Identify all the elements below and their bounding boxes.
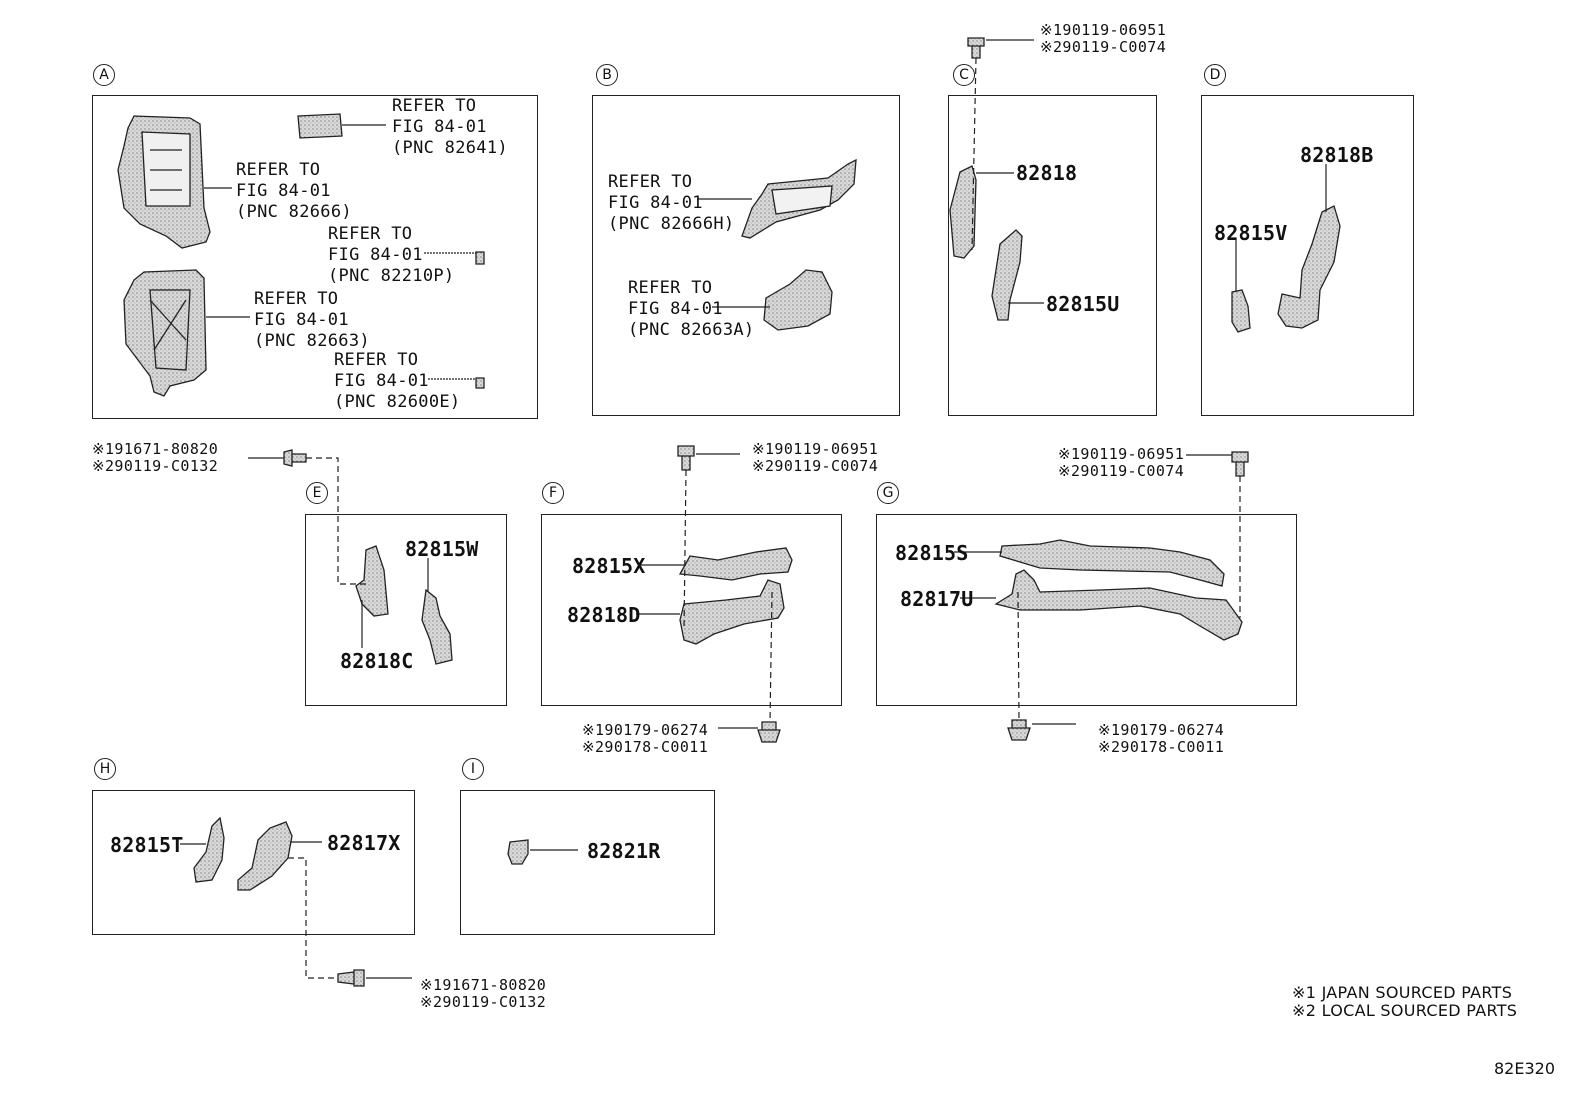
panel-f [541,514,842,706]
part-82666-art [117,115,211,249]
part-label-82818C[interactable]: 82818C [340,649,414,673]
fastener-number: ※190179-06274 [582,721,709,739]
ref-line: (PNC 82663A) [628,320,755,340]
ref-line: FIG 84-01 [628,299,723,319]
ref-line: REFER TO [392,96,477,116]
panel-b [592,95,900,416]
ref-line: (PNC 82210P) [328,266,455,286]
section-badge-c: C [953,64,975,86]
part-label-82818[interactable]: 82818 [1016,161,1078,185]
panel-d [1201,95,1414,416]
part-label-82815T[interactable]: 82815T [110,833,184,857]
fastener-number: ※190119-06951 [752,440,879,458]
panel-a [92,95,538,419]
part-label-82815V[interactable]: 82815V [1214,221,1288,245]
part-82815U-art [991,229,1023,321]
part-82818B-art [1277,205,1341,329]
ref-line: FIG 84-01 [392,117,487,137]
part-label-82821R[interactable]: 82821R [587,839,661,863]
legend-japan: ※1 JAPAN SOURCED PARTS [1292,983,1513,1002]
part-label-82818D[interactable]: 82818D [567,603,641,627]
part-82663A-art [763,269,833,331]
section-badge-f: F [542,482,564,504]
ref-line: REFER TO [608,172,693,192]
ref-line: FIG 84-01 [328,245,423,265]
part-82815X-art [678,547,793,581]
section-badge-h: H [94,758,116,780]
fastener-number: ※290178-C0011 [1098,738,1225,756]
fastener-number: ※190179-06274 [1098,721,1225,739]
fastener-number: ※290119-C0074 [752,457,879,475]
section-badge-a: A [93,64,115,86]
part-82210P-art [475,251,485,265]
ref-line: FIG 84-01 [334,371,429,391]
fastener-number: ※290178-C0011 [582,738,709,756]
bolt-c-art [967,37,985,59]
part-82600E-art [475,377,485,389]
part-label-82815X[interactable]: 82815X [572,554,646,578]
section-badge-e: E [306,482,328,504]
bolt-e-art [283,449,307,467]
part-82817U-art [994,569,1243,641]
part-label-82815W[interactable]: 82815W [405,537,479,561]
part-82818C-art [355,545,389,617]
fastener-number: ※290119-C0074 [1058,462,1185,480]
part-label-82817X[interactable]: 82817X [327,831,401,855]
part-82821R-art [507,839,529,865]
clip-g-art [1007,719,1031,741]
part-82641-art [297,113,343,139]
fastener-number: ※190119-06951 [1058,445,1185,463]
part-82663-art [123,269,207,397]
fastener-number: ※290119-C0132 [92,457,219,475]
part-82815W-art [421,588,453,665]
part-label-82815U[interactable]: 82815U [1046,292,1120,316]
section-badge-i: I [462,758,484,780]
ref-line: (PNC 82666) [236,202,352,222]
ref-line: (PNC 82666H) [608,214,735,234]
part-82815V-art [1231,289,1251,333]
legend-local: ※2 LOCAL SOURCED PARTS [1292,1001,1518,1020]
part-label-82815S[interactable]: 82815S [895,541,969,565]
clip-f-art [757,721,781,743]
panel-e [305,514,507,706]
fastener-number: ※190119-06951 [1040,21,1167,39]
panel-c [948,95,1157,416]
ref-line: FIG 84-01 [608,193,703,213]
ref-line: REFER TO [254,289,339,309]
part-82818D-art [679,579,785,645]
part-82818-art [949,165,977,259]
fastener-number: ※191671-80820 [92,440,219,458]
ref-line: REFER TO [328,224,413,244]
part-82815T-art [193,816,225,883]
ref-line: REFER TO [628,278,713,298]
section-badge-b: B [596,64,618,86]
fastener-number: ※290119-C0132 [420,993,547,1011]
part-82817X-art [237,821,293,891]
fastener-number: ※191671-80820 [420,976,547,994]
bolt-f-art [677,445,695,471]
section-badge-d: D [1204,64,1226,86]
section-badge-g: G [877,482,899,504]
panel-i [460,790,715,935]
ref-line: (PNC 82663) [254,331,370,351]
fastener-number: ※290119-C0074 [1040,38,1167,56]
ref-line: FIG 84-01 [236,181,331,201]
ref-line: (PNC 82641) [392,138,508,158]
panel-g [876,514,1297,706]
part-label-82818B[interactable]: 82818B [1300,143,1374,167]
part-label-82817U[interactable]: 82817U [900,587,974,611]
panel-h [92,790,415,935]
ref-line: REFER TO [334,350,419,370]
bolt-h-art [337,969,365,987]
part-82815S-art [999,539,1225,587]
bolt-g-art [1231,451,1249,477]
ref-line: REFER TO [236,160,321,180]
ref-line: FIG 84-01 [254,310,349,330]
figure-code: 82E320 [1494,1059,1556,1078]
ref-line: (PNC 82600E) [334,392,461,412]
